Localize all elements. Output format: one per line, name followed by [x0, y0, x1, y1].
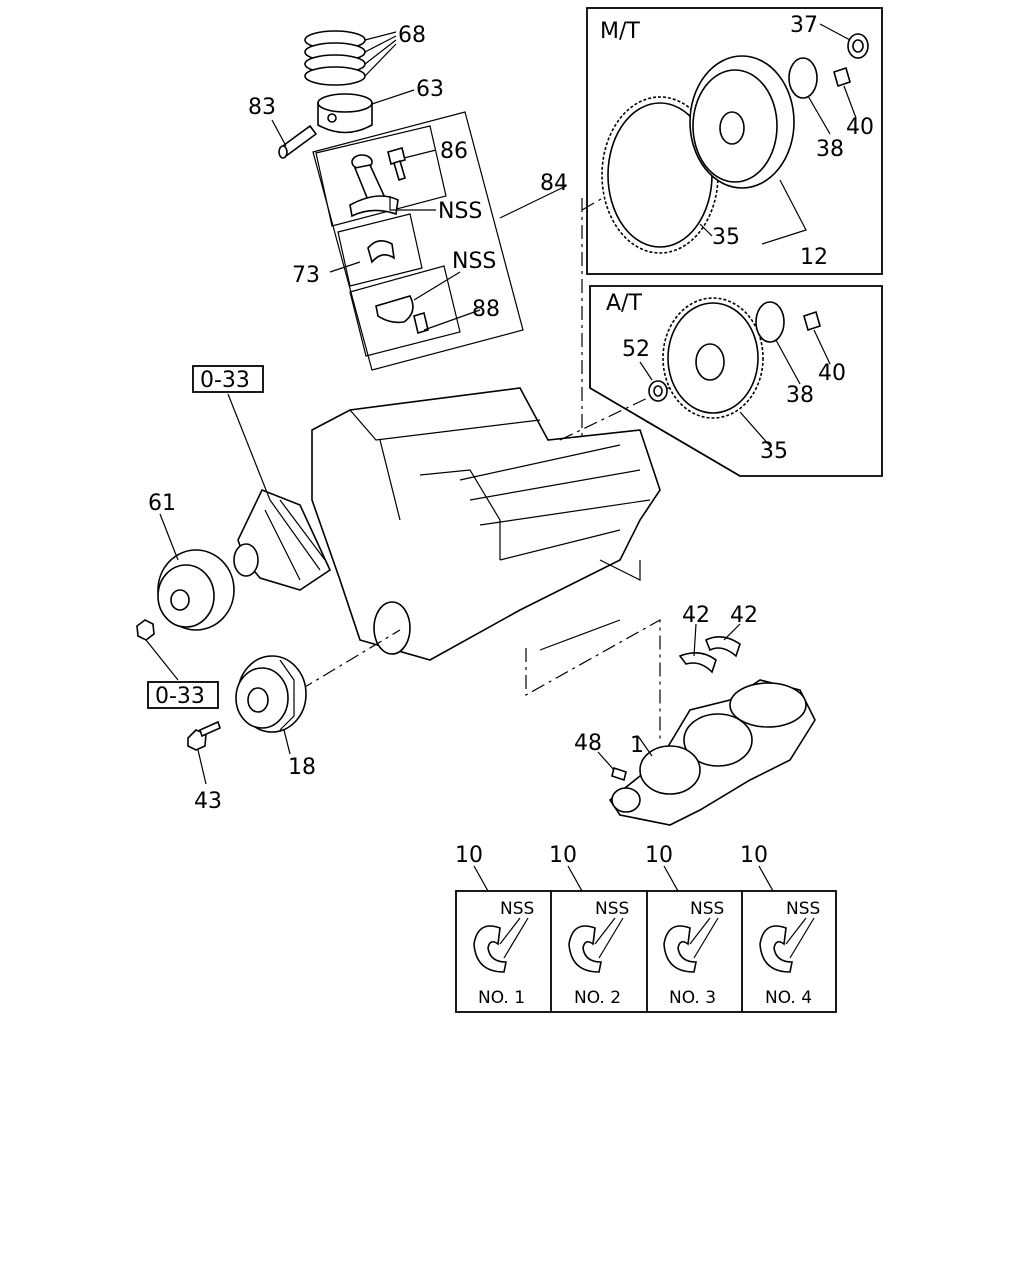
- bearing-label-4: NO. 4: [765, 988, 812, 1008]
- water-pump: [233, 488, 332, 591]
- at-panel: [589, 285, 883, 477]
- at-panel-label: A/T: [606, 291, 642, 316]
- rod-cap-box: [349, 265, 461, 357]
- callout-37: 37: [790, 13, 818, 38]
- callout-nss-cap: NSS: [452, 249, 496, 274]
- callout-35-mt: 35: [712, 225, 740, 250]
- bearing-cell-1: 10 NSS NO. 1: [455, 843, 534, 1008]
- bolt-40-mt: [833, 66, 851, 88]
- callout-86: 86: [440, 139, 468, 164]
- rod-bolt: [387, 147, 406, 182]
- callout-12: 12: [800, 245, 828, 270]
- callout-83: 83: [248, 95, 276, 120]
- callout-68: 68: [398, 23, 426, 48]
- callout-61: 61: [148, 491, 176, 516]
- rod-cap: [375, 295, 429, 335]
- callout-40-at: 40: [818, 361, 846, 386]
- drive-plate-35-at: [662, 297, 764, 419]
- callout-1: 1: [630, 733, 644, 758]
- callout-38-at: 38: [786, 383, 814, 408]
- callout-42-left: 42: [682, 603, 710, 628]
- thrust-washer-right: [704, 636, 741, 658]
- bearing-nss-3: NSS: [690, 899, 724, 919]
- centerline-crank: [525, 618, 661, 740]
- centerline-front: [299, 629, 401, 691]
- rod-bearing-73: [367, 240, 396, 264]
- rod-inner-box: [315, 125, 447, 227]
- bearing-nss-1: NSS: [500, 899, 534, 919]
- pulley-bolt-43: [187, 720, 221, 751]
- reference-box-upper: 0-33: [192, 365, 264, 393]
- callout-18: 18: [288, 755, 316, 780]
- bearing-callout-3: 10: [645, 843, 673, 868]
- flywheel-mt: [689, 55, 795, 189]
- flex-plate-38-at: [755, 301, 785, 343]
- mt-panel-label: M/T: [600, 19, 640, 44]
- bearing-label-2: NO. 2: [574, 988, 621, 1008]
- callout-35-at: 35: [760, 439, 788, 464]
- callout-48: 48: [574, 731, 602, 756]
- flex-plate-38-mt: [788, 57, 818, 99]
- callout-40-mt: 40: [846, 115, 874, 140]
- pilot-bearing-37: [847, 33, 869, 59]
- connecting-rod: [349, 154, 399, 218]
- callout-88: 88: [472, 297, 500, 322]
- bearing-cell-2: 10 NSS NO. 2: [549, 843, 629, 1008]
- main-bearing-table: 10 NSS NO. 1 10 NSS NO. 2 10 NSS NO. 3: [455, 843, 837, 1013]
- callout-63: 63: [416, 77, 444, 102]
- callout-nss-rod: NSS: [438, 199, 482, 224]
- callout-42-right: 42: [730, 603, 758, 628]
- crankshaft: [608, 679, 816, 826]
- thrust-washer-left: [678, 652, 717, 674]
- bearing-label-1: NO. 1: [478, 988, 525, 1008]
- piston: [317, 93, 373, 134]
- piston-rings: [304, 30, 366, 86]
- reference-box-lower: 0-33: [147, 681, 219, 709]
- bearing-callout-2: 10: [549, 843, 577, 868]
- bearing-nss-2: NSS: [595, 899, 629, 919]
- bearing-cell-3: 10 NSS NO. 3: [645, 843, 724, 1008]
- bearing-callout-1: 10: [455, 843, 483, 868]
- spacer-52: [648, 380, 668, 402]
- ring-gear-mt: [601, 96, 719, 254]
- callout-43: 43: [194, 789, 222, 814]
- crank-pulley-18: [235, 655, 307, 733]
- bearing-cell-4: 10 NSS NO. 4: [740, 843, 820, 1008]
- leader-lines: [145, 23, 857, 785]
- callout-73: 73: [292, 263, 320, 288]
- callout-84: 84: [540, 171, 568, 196]
- piston-pin: [278, 124, 318, 159]
- pulley-nut: [136, 619, 155, 641]
- svg-text:0-33: 0-33: [200, 368, 250, 393]
- bearing-callout-4: 10: [740, 843, 768, 868]
- rod-bearing-box: [337, 213, 423, 287]
- mt-panel: [586, 7, 883, 275]
- bearing-nss-4: NSS: [786, 899, 820, 919]
- connecting-rod-box: [312, 111, 524, 371]
- callout-38-mt: 38: [816, 137, 844, 162]
- engine-block: [311, 387, 661, 661]
- pulley-61: [157, 549, 235, 631]
- crank-key-48: [611, 766, 627, 782]
- bolt-40-at: [803, 310, 821, 332]
- svg-text:0-33: 0-33: [155, 684, 205, 709]
- callout-52: 52: [622, 337, 650, 362]
- bearing-label-3: NO. 3: [669, 988, 716, 1008]
- callout-labels: 68 63 83 86 84 NSS 73 NSS 88 61 18 43 1 …: [148, 13, 874, 814]
